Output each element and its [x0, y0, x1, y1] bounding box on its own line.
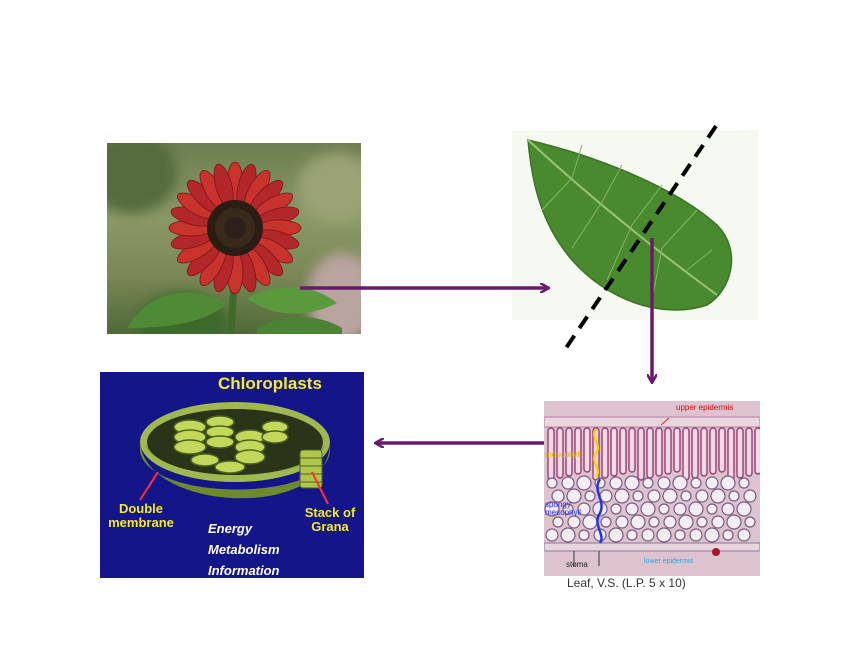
- chloroplast-diagram: Chloroplasts Double membrane Stack of Gr…: [100, 372, 364, 578]
- chloroplast-title: Chloroplasts: [218, 374, 322, 393]
- micrograph-caption: Leaf, V.S. (L.P. 5 x 10): [567, 576, 686, 590]
- label-spongy-mesophyll: mesophyll: [545, 508, 582, 517]
- label-energy: Energy: [208, 521, 253, 536]
- leaf-cross-section-micrograph: upper epidermis mesophyll spongy mesophy…: [544, 401, 760, 576]
- label-grana: Grana: [311, 519, 349, 534]
- label-double: Double: [118, 501, 164, 516]
- sunflower-photo: [107, 143, 361, 334]
- label-information: Information: [208, 563, 280, 578]
- leaf-photo: [512, 130, 758, 320]
- label-lower-epidermis: lower epidermis: [644, 558, 694, 565]
- label-stoma: stoma: [566, 560, 588, 569]
- label-upper-epidermis: upper epidermis: [676, 403, 734, 412]
- label-palisade-mesophyll: mesophyll: [545, 450, 582, 459]
- label-stack-of: Stack of: [304, 505, 356, 520]
- label-membrane: membrane: [108, 515, 174, 530]
- label-spongy: spongy: [545, 500, 571, 509]
- label-metabolism: Metabolism: [208, 542, 280, 557]
- cut-line: [564, 124, 718, 350]
